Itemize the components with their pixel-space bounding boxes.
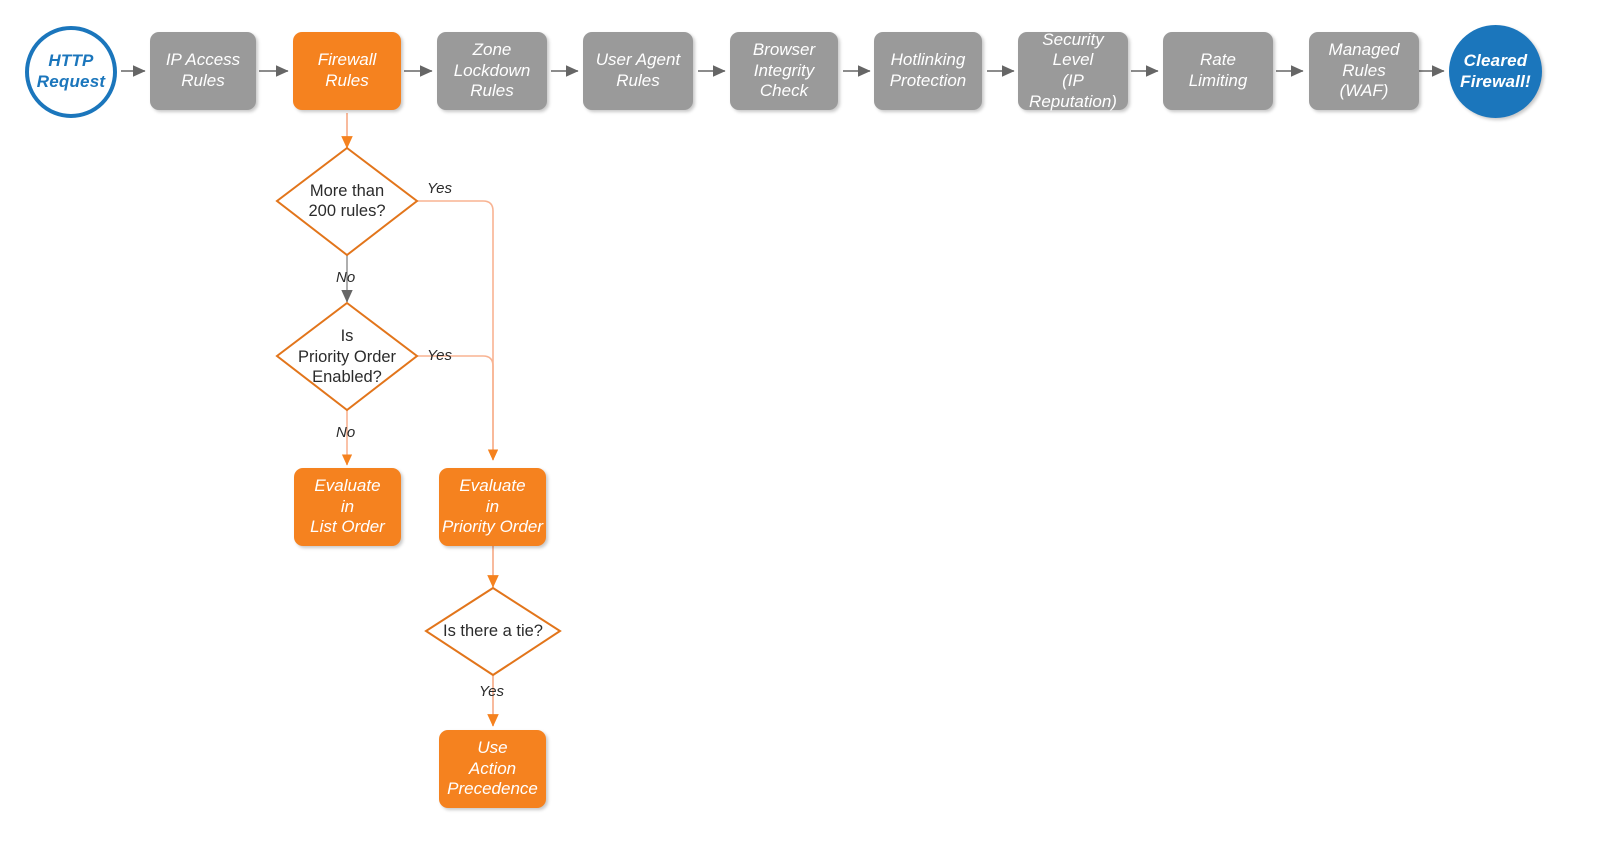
node-zone-lockdown-rules[interactable]: Zone Lockdown Rules	[437, 32, 547, 110]
decision-is-tie-shape[interactable]	[424, 586, 562, 677]
node-browser-integrity-check[interactable]: Browser Integrity Check	[730, 32, 838, 110]
node-security-level[interactable]: Security Level (IP Reputation)	[1018, 30, 1128, 111]
edge-label-decision2-no: No	[336, 424, 356, 441]
node-evaluate-list-order[interactable]: Evaluate in List Order	[294, 468, 401, 546]
decision-priority-order-shape[interactable]	[275, 301, 419, 412]
node-ip-access-rules[interactable]: IP Access Rules	[150, 32, 256, 110]
decision-more-than-200-shape[interactable]	[275, 146, 419, 257]
edge-label-decision1-no: No	[336, 269, 356, 286]
node-evaluate-priority-order[interactable]: Evaluate in Priority Order	[439, 468, 546, 546]
node-http-request[interactable]: HTTP Request	[25, 26, 117, 118]
decision-more-than-200-label: More than 200 rules?	[308, 181, 386, 220]
node-user-agent-rules[interactable]: User Agent Rules	[583, 32, 693, 110]
edge-label-decision2-yes: Yes	[427, 347, 453, 364]
edge-label-decision1-yes: Yes	[427, 180, 453, 197]
node-hotlinking-protection[interactable]: Hotlinking Protection	[874, 32, 982, 110]
decision-is-tie-label: Is there a tie?	[443, 621, 543, 640]
node-managed-rules-waf[interactable]: Managed Rules (WAF)	[1309, 32, 1419, 110]
edge-decision2-yes	[417, 355, 499, 461]
node-use-action-precedence[interactable]: Use Action Precedence	[439, 730, 546, 808]
decision-priority-order-label: Is Priority Order Enabled?	[297, 327, 397, 387]
node-rate-limiting[interactable]: Rate Limiting	[1163, 32, 1273, 110]
edge-decision1-yes	[417, 200, 499, 461]
node-firewall-rules[interactable]: Firewall Rules	[293, 32, 401, 110]
edge-label-tie-yes: Yes	[479, 683, 505, 700]
node-cleared-firewall[interactable]: Cleared Firewall!	[1449, 25, 1542, 118]
